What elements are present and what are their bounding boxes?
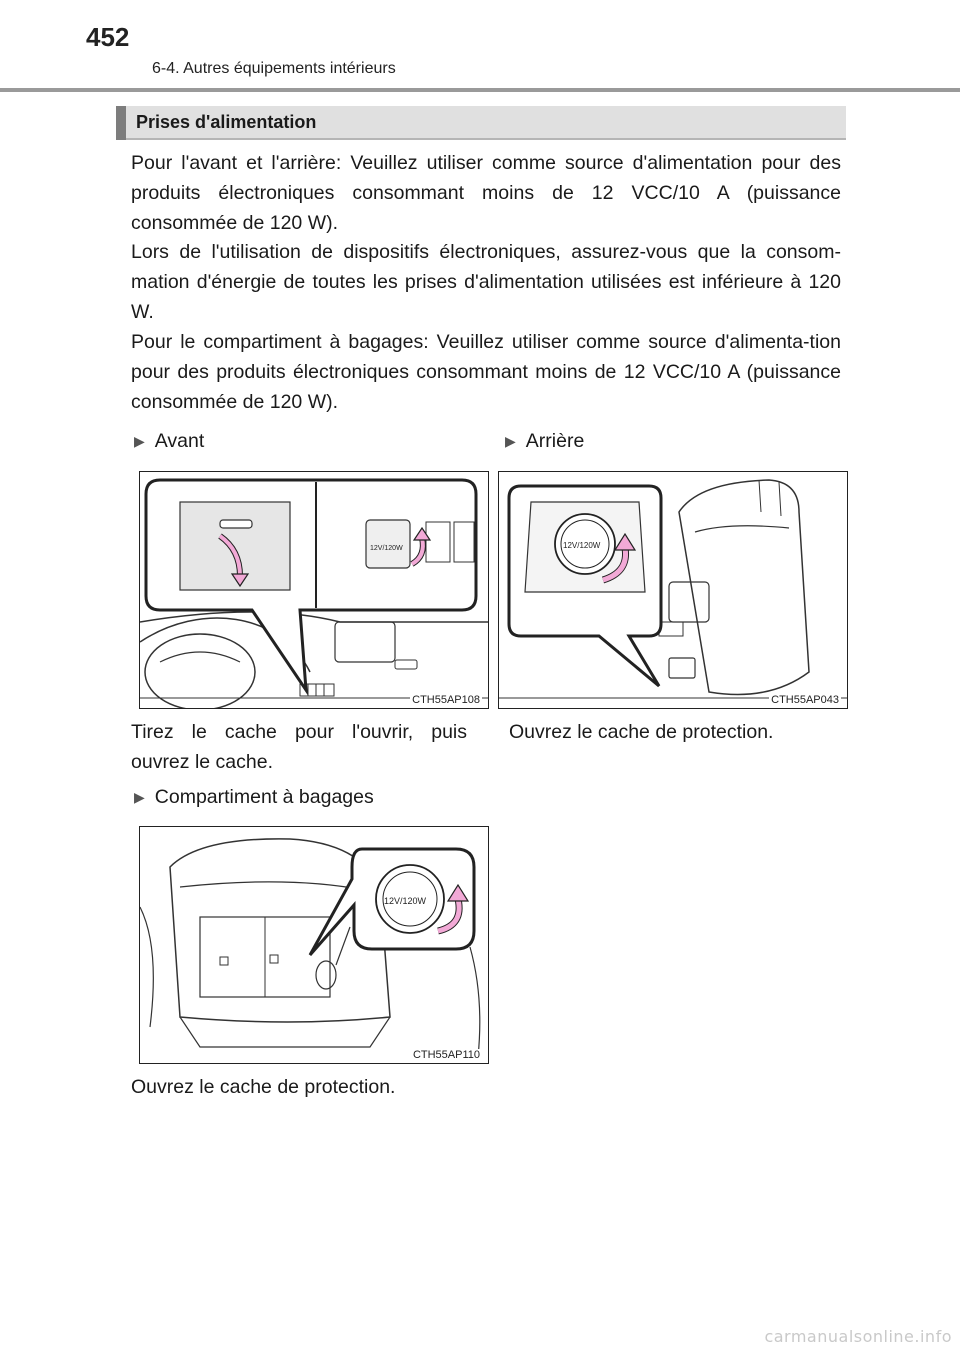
caption-front: Tirez le cache pour l'ouvrir, puis ouvre…: [131, 721, 467, 773]
figure-label-front: ▶Avant: [134, 430, 205, 452]
bullet-triangle-icon: ▶: [134, 789, 145, 805]
outlet-marking-front: 12V/120W: [370, 545, 403, 552]
section-heading-bar: Prises d'alimentation: [116, 106, 846, 140]
section-accent: [116, 106, 126, 140]
luggage-area-illustration: 12V/120W: [140, 838, 481, 1058]
paragraph-front-rear: Pour l'avant et l'arrière: Veuillez util…: [131, 152, 841, 234]
running-header: 6-4. Autres équipements intérieurs: [152, 60, 396, 77]
figure-front-outlet: 12V/120W CTH55AP108: [139, 471, 489, 709]
figure-code-rear: CTH55AP043: [769, 694, 841, 706]
figure-label-luggage: ▶Compartiment à bagages: [134, 786, 374, 808]
outlet-marking-luggage: 12V/120W: [384, 896, 427, 906]
dashboard-illustration: 12V/120W: [140, 478, 488, 708]
caption-luggage: Ouvrez le cache de protection.: [131, 1076, 396, 1098]
header-rule: [0, 88, 960, 92]
figure-code-front: CTH55AP108: [410, 694, 482, 706]
bullet-triangle-icon: ▶: [134, 433, 145, 449]
page-number: 452: [86, 22, 130, 52]
figure-label-rear: ▶Arrière: [505, 430, 585, 452]
figure-rear-outlet: 12V/120W CTH55AP043: [498, 471, 848, 709]
paragraph-consumption: Lors de l'utilisation de dispositifs éle…: [131, 241, 841, 323]
bullet-triangle-icon: ▶: [505, 433, 516, 449]
outlet-marking-rear: 12V/120W: [563, 541, 601, 550]
section-title: Prises d'alimentation: [136, 112, 317, 132]
figure-luggage-outlet: 12V/120W CTH55AP110: [139, 826, 489, 1064]
caption-rear: Ouvrez le cache de protection.: [509, 721, 774, 743]
watermark: carmanualsonline.info: [764, 1327, 952, 1346]
figure-code-luggage: CTH55AP110: [410, 1049, 482, 1061]
rear-console-illustration: 12V/120W: [499, 479, 847, 699]
paragraph-luggage: Pour le compartiment à bagages: Veuillez…: [131, 331, 841, 413]
